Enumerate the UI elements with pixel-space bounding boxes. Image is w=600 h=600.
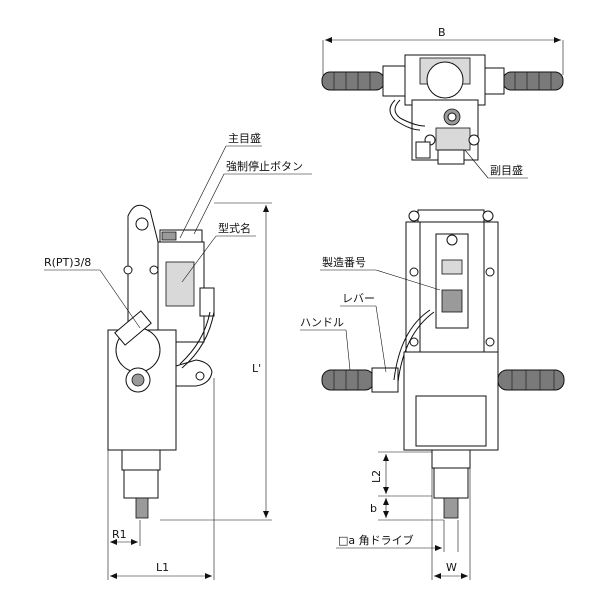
dim-r1: R1 [112,528,127,541]
emergency-stop-label: 強制停止ボタン [226,159,303,173]
dim-b: B [438,26,446,39]
handle-label: ハンドル [300,316,344,329]
front-view: L2 b □a 角ドライブ W 製造番号 レバー ハンドル [300,209,565,580]
lever-label: レバー [342,292,375,305]
dim-b-small: b [370,502,377,515]
dim-w: W [446,561,457,574]
sub-dial-label: 副目盛 [490,163,523,177]
serial-no-label: 製造番号 [322,255,366,269]
dim-l2: L2 [370,470,383,483]
top-view: 副目盛 B [321,26,564,179]
port-label: R(PT)3/8 [44,256,91,269]
dim-l1: L1 [156,561,169,574]
square-drive-label: □a 角ドライブ [338,533,414,547]
dim-l-prime: L' [252,362,261,375]
model-name-label: 型式名 [218,221,251,235]
main-dial-label: 主目盛 [228,131,261,145]
side-view: L' R1 L1 主目盛 強制停止ボタン 型式名 R(PT)3/8 [44,131,312,580]
